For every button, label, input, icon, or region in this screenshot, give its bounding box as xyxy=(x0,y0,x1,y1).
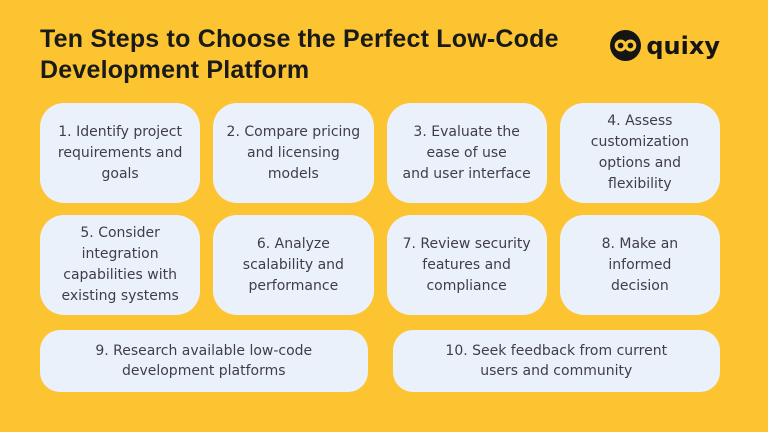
step-7-text: 7. Review security features and complian… xyxy=(402,235,531,294)
step-4-text: 4. Assess customization options and flex… xyxy=(590,113,689,192)
step-8-text: 8. Make an informed decision xyxy=(601,235,679,294)
step-6-text: 6. Analyze scalability and performance xyxy=(242,235,344,294)
step-card-2: 2. Compare pricing and licensing models xyxy=(213,103,374,203)
steps-row-3: 9. Research available low-code developme… xyxy=(40,330,720,392)
infinity-loop-icon xyxy=(610,30,642,61)
step-card-3: 3. Evaluate the ease of use and user int… xyxy=(386,103,547,203)
steps-row-2: 5. Consider integration capabilities wit… xyxy=(40,215,720,315)
step-card-9: 9. Research available low-code developme… xyxy=(40,330,368,392)
step-3-text: 3. Evaluate the ease of use and user int… xyxy=(402,123,531,182)
step-card-5: 5. Consider integration capabilities wit… xyxy=(40,215,201,315)
step-card-6: 6. Analyze scalability and performance xyxy=(213,215,374,315)
step-9-text: 9. Research available low-code developme… xyxy=(95,342,313,379)
quixy-logo: quixy xyxy=(610,30,720,61)
brand-wordmark: quixy xyxy=(646,31,720,60)
step-card-4: 4. Assess customization options and flex… xyxy=(559,103,720,203)
page-title: Ten Steps to Choose the Perfect Low-Code… xyxy=(40,25,559,84)
step-10-text: 10. Seek feedback from current users and… xyxy=(445,342,668,379)
step-5-text: 5. Consider integration capabilities wit… xyxy=(61,225,179,304)
step-2-text: 2. Compare pricing and licensing models xyxy=(226,123,361,182)
steps-row-1: 1. Identify project requirements and goa… xyxy=(40,103,720,203)
step-card-8: 8. Make an informed decision xyxy=(559,215,720,315)
step-1-text: 1. Identify project requirements and goa… xyxy=(57,123,183,182)
step-card-10: 10. Seek feedback from current users and… xyxy=(392,330,720,392)
step-card-7: 7. Review security features and complian… xyxy=(386,215,547,315)
step-card-1: 1. Identify project requirements and goa… xyxy=(40,103,201,203)
